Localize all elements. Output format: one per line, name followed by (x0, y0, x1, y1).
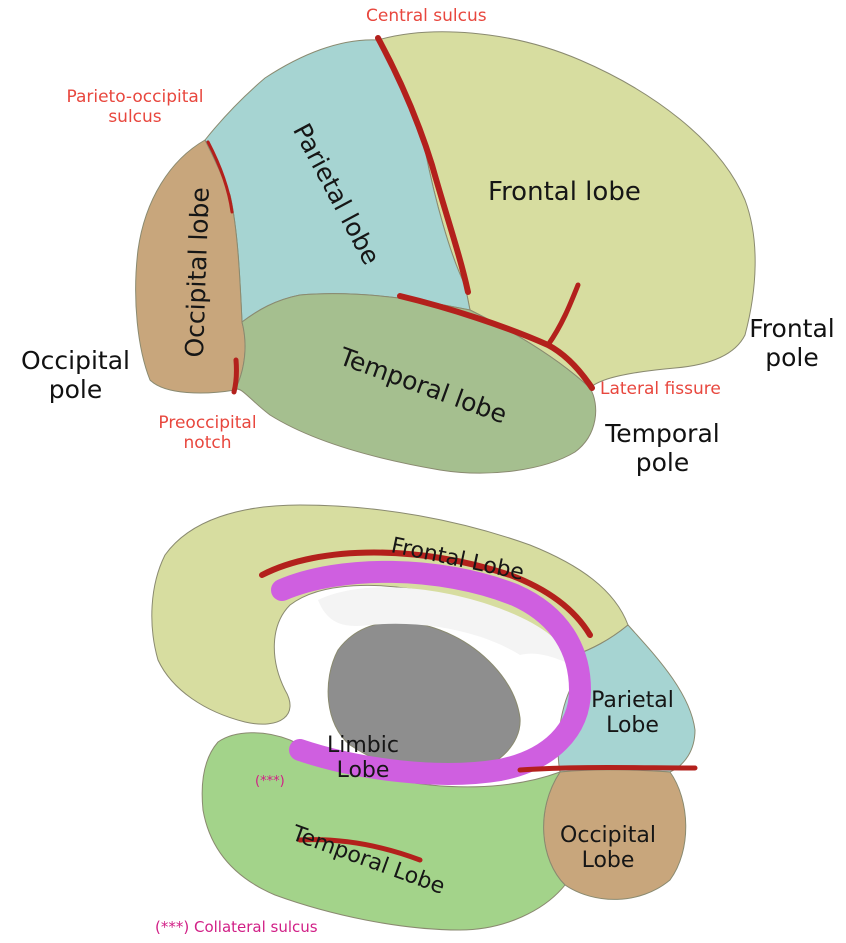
medial-occipital-lobe-label: Occipital Lobe (553, 823, 663, 874)
parieto-occipital-sulcus-label: Parieto-occipital sulcus (45, 88, 225, 127)
frontal-pole-line1: Frontal (740, 315, 844, 344)
frontal-pole-line2: pole (740, 344, 844, 373)
temporal-pole-label: Temporal pole (590, 420, 735, 478)
medial-occipital-line2: Lobe (553, 848, 663, 873)
limbic-line2: Lobe (318, 758, 408, 783)
calcarine-sulcus-line (520, 768, 695, 771)
parieto-occipital-label-line2: sulcus (45, 108, 225, 128)
occipital-lobe-label: Occipital lobe (181, 187, 216, 358)
medial-parietal-line2: Lobe (580, 713, 685, 738)
frontal-pole-label: Frontal pole (740, 315, 844, 373)
frontal-lobe-label: Frontal lobe (488, 178, 641, 208)
limbic-lobe-label: Limbic Lobe (318, 733, 408, 784)
preoccipital-label-line1: Preoccipital (140, 414, 275, 434)
medial-parietal-line1: Parietal (580, 688, 685, 713)
temporal-pole-line2: pole (590, 449, 735, 478)
central-sulcus-label: Central sulcus (366, 7, 487, 27)
collateral-sulcus-footnote: (***) Collateral sulcus (155, 919, 318, 936)
occipital-pole-label: Occipital pole (8, 347, 143, 405)
occipital-pole-line1: Occipital (8, 347, 143, 376)
lateral-fissure-label: Lateral fissure (600, 380, 721, 400)
medial-occipital-line1: Occipital (553, 823, 663, 848)
occipital-pole-line2: pole (8, 376, 143, 405)
preoccipital-notch-line (234, 360, 236, 392)
preoccipital-label-line2: notch (140, 434, 275, 454)
medial-parietal-lobe-label: Parietal Lobe (580, 688, 685, 739)
collateral-sulcus-marker: (***) (255, 775, 285, 790)
preoccipital-notch-label: Preoccipital notch (140, 414, 275, 453)
limbic-line1: Limbic (318, 733, 408, 758)
parieto-occipital-label-line1: Parieto-occipital (45, 88, 225, 108)
temporal-pole-line1: Temporal (590, 420, 735, 449)
